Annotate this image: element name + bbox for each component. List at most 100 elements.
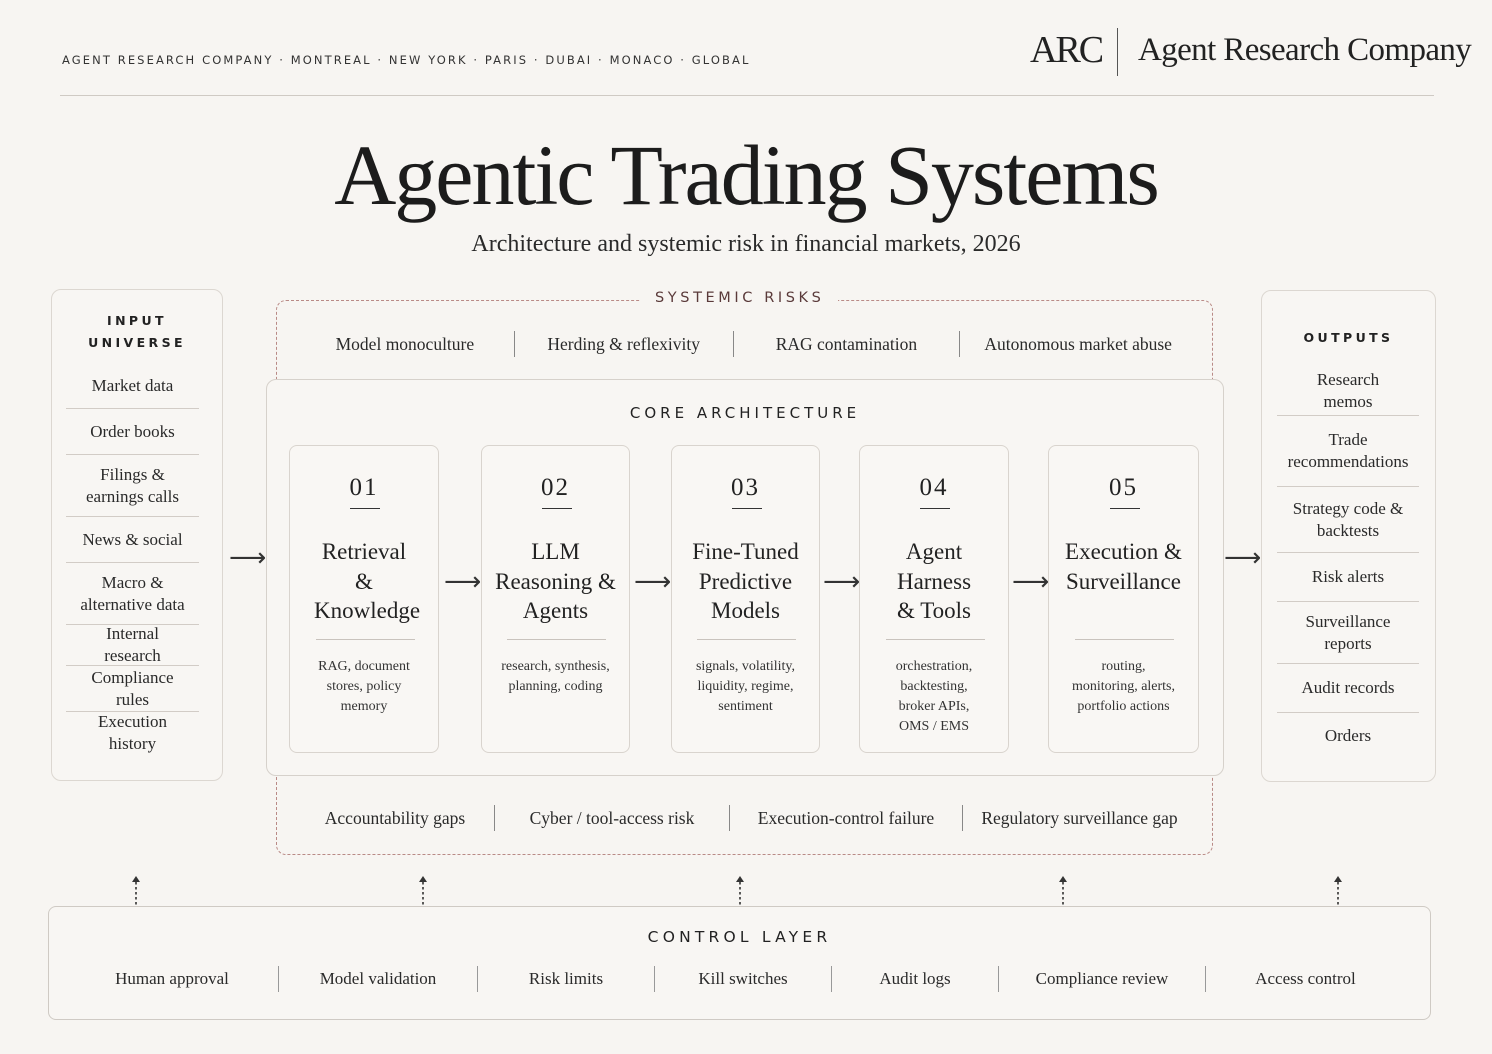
stage-number-rule: [920, 508, 950, 509]
stage-name: Agent Harness & Tools: [896, 539, 972, 623]
outputs-item: Strategy code & backtests: [1277, 487, 1419, 553]
control-up-arrow: [1334, 876, 1342, 906]
control-item: Access control: [1255, 969, 1356, 988]
control-item: Audit logs: [879, 969, 951, 988]
stage-number-rule: [731, 508, 762, 509]
risk-separator: [732, 331, 734, 357]
stage-arrow: ⟶: [634, 567, 672, 597]
input-universe-item: Macro & alternative data: [66, 563, 199, 625]
stage-description: RAG, document stores, policy memory: [318, 659, 410, 714]
control-up-arrow: [736, 876, 744, 906]
control-separator: [831, 966, 832, 992]
core-to-output-arrow: ⟶: [1224, 543, 1262, 573]
stage-arrow: ⟶: [823, 567, 861, 597]
logo-text: Agent Research Company: [1138, 32, 1472, 68]
control-separator: [477, 966, 478, 992]
outputs-item: Audit records: [1277, 664, 1419, 713]
stage-name: LLM Reasoning & Agents: [495, 539, 616, 623]
stage-description: routing, monitoring, alerts, portfolio a…: [1071, 659, 1176, 714]
stage-rule: [885, 639, 985, 640]
input-universe-item: Execution history: [98, 712, 167, 753]
stage-number: 02: [541, 474, 570, 501]
control-item: Compliance review: [1035, 969, 1169, 988]
stage-number: 03: [731, 474, 760, 501]
control-layer-row: Human approval Model validation Risk limit…: [66, 965, 1412, 993]
stage-arrow: ⟶: [444, 567, 482, 597]
control-separator: [1205, 966, 1206, 992]
stage-name: Execution & Surveillance: [1065, 539, 1182, 594]
control-up-arrow: [132, 876, 140, 906]
risk-item: Model monoculture: [335, 333, 475, 354]
input-universe-item: Order books: [66, 409, 199, 455]
outputs-item: Research memos: [1277, 367, 1419, 416]
input-universe-item: Filings & earnings calls: [66, 455, 199, 517]
input-universe-item: News & social: [66, 517, 199, 563]
stage-name: Fine-Tuned Predictive Models: [692, 539, 799, 623]
outputs-item: Risk alerts: [1277, 553, 1419, 602]
tagline: AGENT RESEARCH COMPANY · MONTREAL · NEW …: [62, 53, 751, 67]
page-title: Agentic Trading Systems: [334, 127, 1160, 223]
control-separator: [998, 966, 999, 992]
risk-item: Cyber / tool-access risk: [529, 807, 695, 828]
control-item: Human approval: [115, 969, 229, 988]
risk-item: Execution-control failure: [757, 807, 935, 828]
input-universe-item: Market data: [66, 364, 199, 409]
control-item: Model validation: [319, 969, 437, 988]
systemic-risks-top-row: Model monoculture Herding & reflexivity RA…: [296, 330, 1196, 358]
systemic-risks-bottom-row: Accountability gaps Cyber / tool-access r…: [296, 804, 1196, 832]
input-universe-panel: INPUT UNIVERSE: [51, 289, 223, 781]
stage-number-rule: [541, 508, 572, 509]
stage-description: signals, volatility, liquidity, regime, …: [695, 659, 796, 714]
stage-number: 04: [919, 474, 949, 501]
stage-number-rule: [350, 508, 380, 509]
risk-separator: [729, 805, 730, 831]
input-universe-item: Compliance rules: [66, 666, 199, 712]
outputs-item: Orders: [1324, 725, 1372, 745]
risk-item: Regulatory surveillance gap: [981, 807, 1178, 828]
risk-item: RAG contamination: [775, 333, 918, 354]
stage-rule: [697, 639, 796, 640]
logo-divider: [1117, 28, 1118, 76]
stage-name: Retrieval & Knowledge: [314, 539, 421, 623]
stage-description: research, synthesis, planning, coding: [501, 659, 610, 694]
stage-number-rule: [1109, 508, 1140, 509]
control-separator: [278, 966, 279, 992]
risk-separator: [959, 331, 961, 357]
risk-item: Accountability gaps: [324, 807, 466, 828]
core-architecture-heading: CORE ARCHITECTURE: [629, 404, 861, 422]
control-layer-panel: [48, 906, 1431, 1020]
outputs-item: Trade recommendations: [1277, 416, 1419, 487]
stage-rule: [1074, 639, 1175, 640]
stage-rule: [315, 639, 415, 640]
control-item: Risk limits: [528, 969, 604, 988]
control-up-arrow: [1059, 876, 1067, 906]
outputs-heading: OUTPUTS: [1303, 330, 1394, 345]
input-universe-heading: INPUT UNIVERSE: [88, 313, 186, 350]
stage-rule: [507, 639, 606, 640]
risk-item: Herding & reflexivity: [547, 333, 700, 354]
risk-separator: [513, 331, 515, 357]
input-to-core-arrow: ⟶: [229, 543, 267, 573]
stage-number: 01: [349, 474, 379, 501]
header-rule: [60, 95, 1434, 96]
risk-item: Autonomous market abuse: [984, 333, 1172, 354]
control-separator: [654, 966, 655, 992]
systemic-risks-heading: SYSTEMIC RISKS: [641, 290, 839, 306]
page-subtitle: Architecture and systemic risk in financ…: [471, 231, 1021, 257]
stage-arrow: ⟶: [1012, 567, 1050, 597]
risk-separator: [494, 805, 495, 831]
risk-separator: [962, 805, 963, 831]
input-universe-item: Internal research: [66, 624, 199, 666]
logo-mark: ARC: [1030, 29, 1104, 71]
outputs-item: Surveillance reports: [1277, 602, 1419, 664]
control-layer-heading: CONTROL LAYER: [647, 928, 832, 946]
stage-number: 05: [1109, 474, 1138, 501]
outputs-panel: OUTPUTS: [1261, 290, 1436, 782]
